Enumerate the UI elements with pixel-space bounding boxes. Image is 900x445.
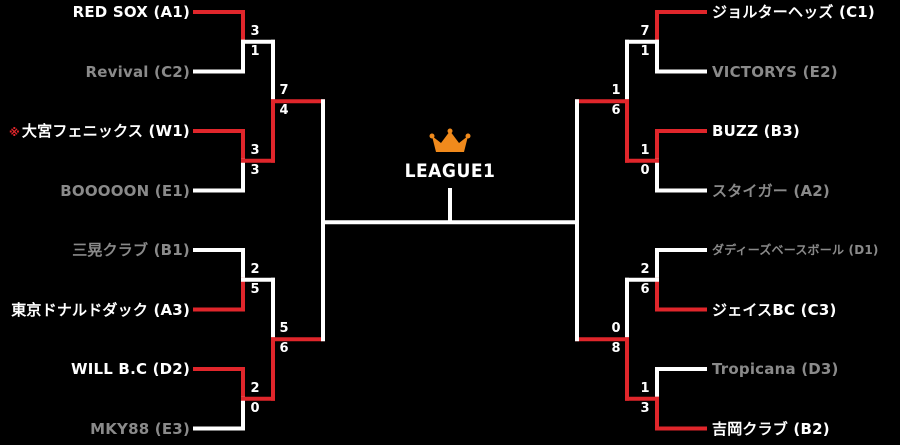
right-team-4: スタイガー (A2) xyxy=(712,181,898,201)
team-name: 三晃クラブ (B1) xyxy=(72,241,190,259)
score: 0 xyxy=(640,162,650,178)
score: 3 xyxy=(640,400,650,416)
team-name: スタイガー (A2) xyxy=(712,181,830,200)
team-name: ジョルターヘッズ (C1) xyxy=(712,3,875,21)
score: 2 xyxy=(250,261,260,277)
team-name: Tropicana (D3) xyxy=(712,360,839,378)
left-team-6: 東京ドナルドダック (A3) xyxy=(0,300,190,320)
score: 6 xyxy=(640,281,650,297)
team-name: 吉岡クラブ (B2) xyxy=(712,419,830,438)
crown-icon xyxy=(429,128,471,152)
left-team-7: WILL B.C (D2) xyxy=(0,359,190,379)
score: 7 xyxy=(279,83,289,99)
team-name: WILL B.C (D2) xyxy=(70,360,190,378)
team-name: RED SOX (A1) xyxy=(72,3,190,21)
team-name: 東京ドナルドダック (A3) xyxy=(11,300,190,319)
score: 5 xyxy=(250,281,260,297)
right-team-8: 吉岡クラブ (B2) xyxy=(712,419,898,439)
left-team-5: 三晃クラブ (B1) xyxy=(0,240,190,260)
score: 2 xyxy=(250,380,260,396)
right-team-1: ジョルターヘッズ (C1) xyxy=(712,2,898,22)
score: 3 xyxy=(250,142,260,158)
left-team-2: Revival (C2) xyxy=(0,62,190,82)
right-team-6: ジェイスBC (C3) xyxy=(712,300,898,320)
score: 1 xyxy=(611,83,621,99)
score: 0 xyxy=(611,321,621,337)
left-team-4: BOOOOON (E1) xyxy=(0,181,190,201)
score: 5 xyxy=(279,321,289,337)
right-team-3: BUZZ (B3) xyxy=(712,121,898,141)
score: 1 xyxy=(250,43,260,59)
team-name: BUZZ (B3) xyxy=(712,122,800,140)
team-name: VICTORYS (E2) xyxy=(712,62,838,81)
score: 1 xyxy=(640,43,650,59)
right-team-7: Tropicana (D3) xyxy=(712,359,898,379)
left-team-1: RED SOX (A1) xyxy=(0,2,190,22)
right-team-2: VICTORYS (E2) xyxy=(712,62,898,82)
score: 2 xyxy=(640,261,650,277)
score: 7 xyxy=(640,23,650,39)
right-team-5: ダディーズベースボール (D1) xyxy=(712,240,898,260)
score: 1 xyxy=(640,142,650,158)
score: 3 xyxy=(250,162,260,178)
team-name: BOOOOON (E1) xyxy=(60,181,190,200)
reference-mark: ※ xyxy=(9,126,20,139)
score: 0 xyxy=(250,400,260,416)
score: 4 xyxy=(279,103,289,119)
team-name: Revival (C2) xyxy=(85,62,190,81)
left-team-3: ※大宮フェニックス (W1) xyxy=(0,121,190,141)
team-name: MKY88 (E3) xyxy=(90,419,190,438)
team-name: 大宮フェニックス (W1) xyxy=(21,122,190,140)
team-name: ジェイスBC (C3) xyxy=(712,300,837,319)
score: 1 xyxy=(640,380,650,396)
team-name: ダディーズベースボール (D1) xyxy=(712,243,879,257)
score: 8 xyxy=(611,341,621,357)
left-team-8: MKY88 (E3) xyxy=(0,419,190,439)
score: 3 xyxy=(250,23,260,39)
score: 6 xyxy=(279,341,289,357)
league-title: LEAGUE1 xyxy=(404,160,496,182)
score: 6 xyxy=(611,103,621,119)
